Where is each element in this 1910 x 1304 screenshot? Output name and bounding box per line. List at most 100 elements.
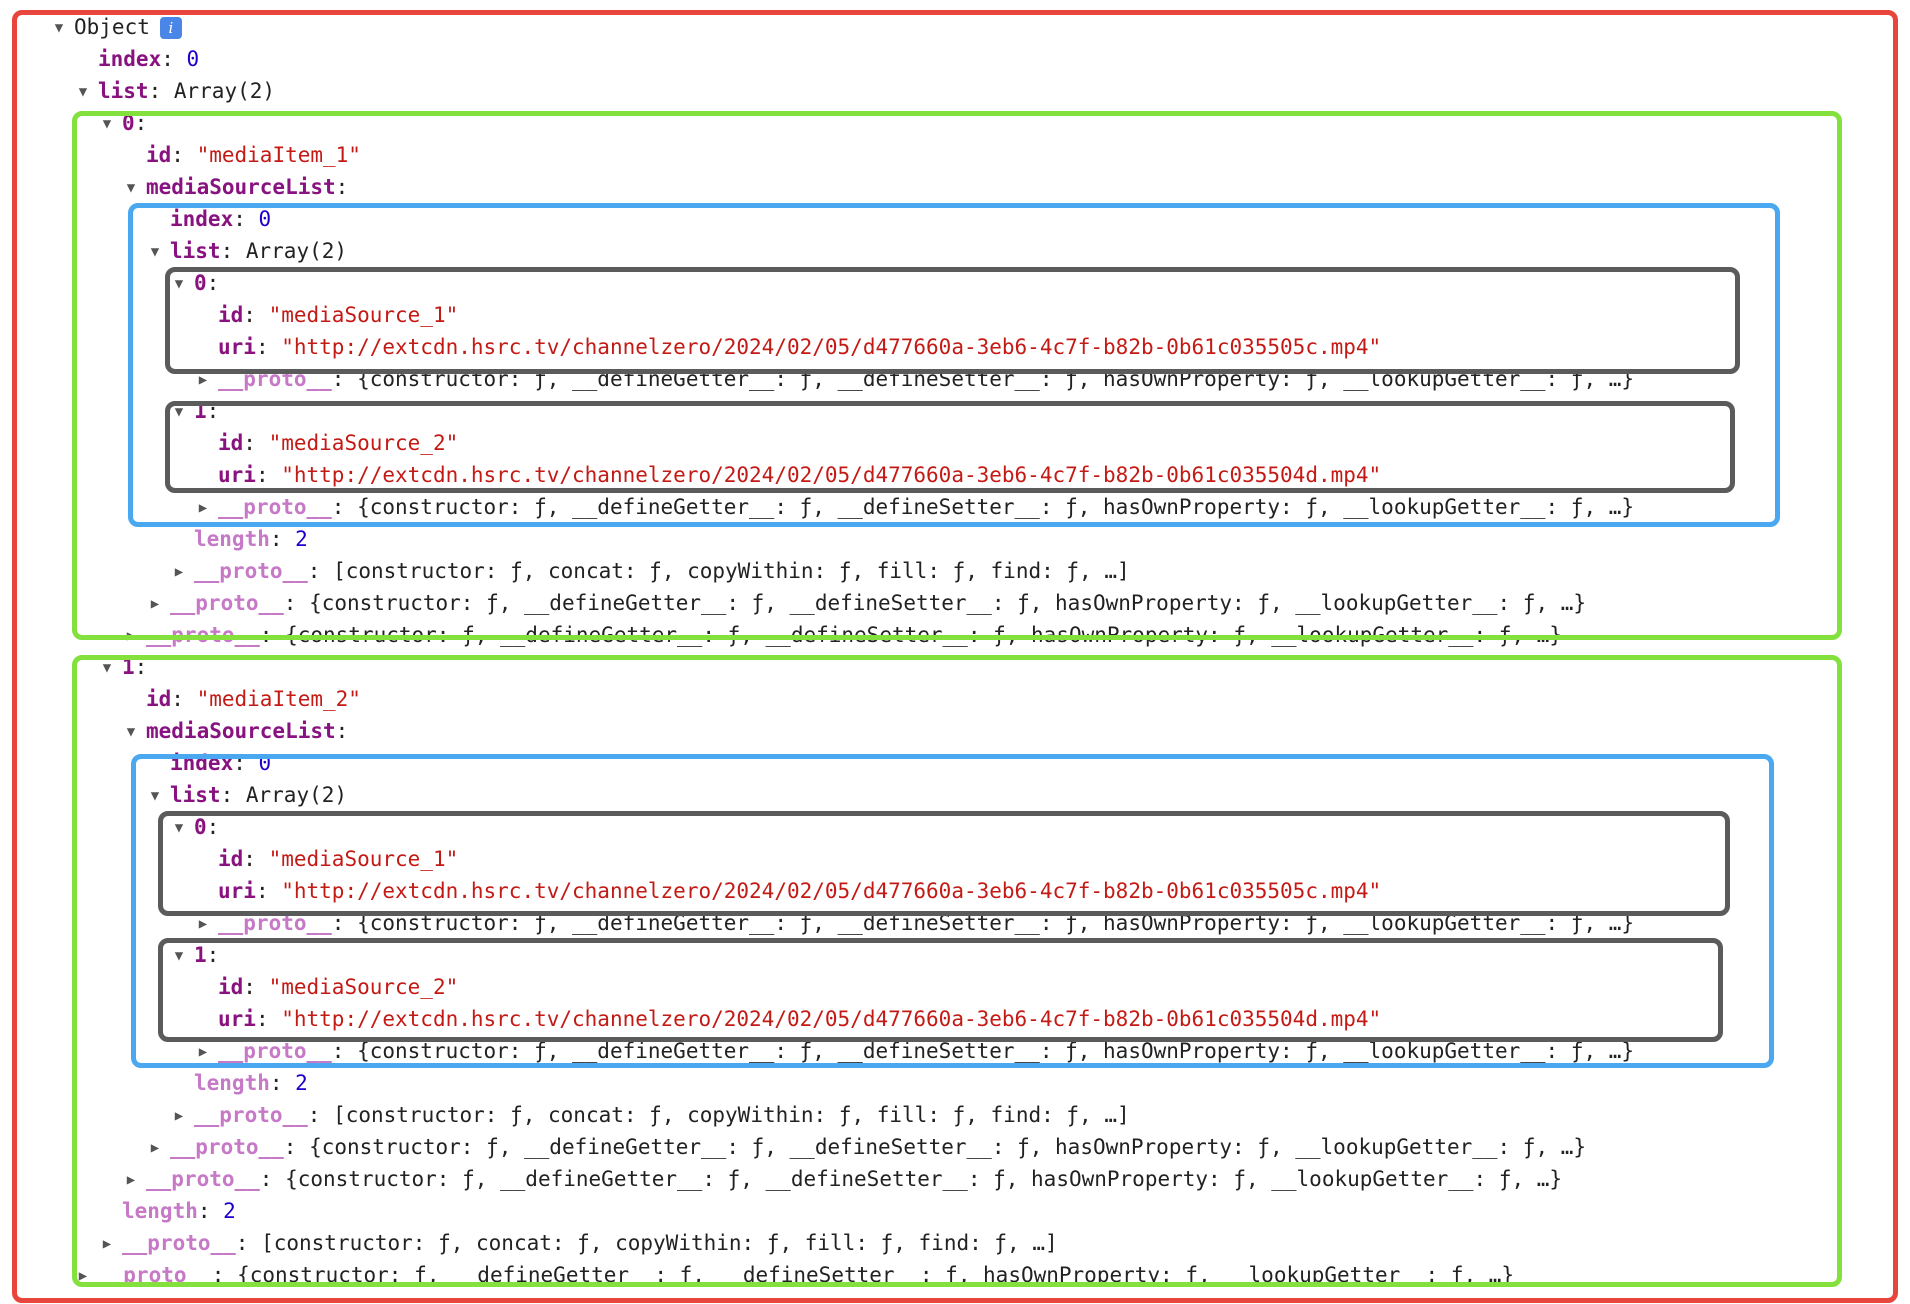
item-1-msl-list-row[interactable]: ▼list: Array(2) — [148, 779, 347, 811]
prop-value: Array(2) — [245, 783, 348, 807]
prop-key: id — [146, 687, 172, 711]
item-1-source-1-id-row: id: "mediaSource_2" — [218, 975, 459, 999]
prop-value: {constructor: ƒ, __defineGetter__: ƒ, __… — [357, 495, 1635, 519]
prop-value: 2 — [223, 1199, 236, 1223]
prop-value: {constructor: ƒ, __defineGetter__: ƒ, __… — [357, 1039, 1635, 1063]
prop-key: uri — [218, 1007, 256, 1031]
prop-value: "mediaSource_1" — [268, 303, 459, 327]
prop-key: length — [194, 527, 270, 551]
prop-value: "http://extcdn.hsrc.tv/channelzero/2024/… — [281, 1007, 1382, 1031]
expanded-triangle-icon[interactable]: ▼ — [150, 788, 160, 804]
collapsed-triangle-icon[interactable]: ▶ — [78, 1268, 88, 1284]
prop-key: index — [98, 47, 162, 71]
item-1-msl-proto-row[interactable]: ▶__proto__: {constructor: ƒ, __defineGet… — [148, 1131, 1586, 1163]
prop-key: list — [170, 239, 221, 263]
prop-key: id — [218, 847, 244, 871]
collapsed-triangle-icon[interactable]: ▶ — [174, 1108, 184, 1124]
collapsed-triangle-icon[interactable]: ▶ — [198, 916, 208, 932]
collapsed-triangle-icon[interactable]: ▶ — [150, 596, 160, 612]
item-1-source-1-proto-row[interactable]: ▶__proto__: {constructor: ƒ, __defineGet… — [196, 1035, 1634, 1067]
expanded-triangle-icon[interactable]: ▼ — [174, 276, 184, 292]
prop-key: mediaSourceList — [146, 719, 336, 743]
item-0-row[interactable]: ▼0: — [100, 107, 148, 139]
collapsed-triangle-icon[interactable]: ▶ — [174, 564, 184, 580]
collapsed-triangle-icon[interactable]: ▶ — [102, 1236, 112, 1252]
item-1-msl-list-proto-row[interactable]: ▶__proto__: [constructor: ƒ, concat: ƒ, … — [172, 1099, 1130, 1131]
expanded-triangle-icon[interactable]: ▼ — [102, 116, 112, 132]
prop-value: {constructor: ƒ, __defineGetter__: ƒ, __… — [357, 367, 1635, 391]
item-0-source-0-id-row: id: "mediaSource_1" — [218, 303, 459, 327]
item-0-msl-list-proto-row[interactable]: ▶__proto__: [constructor: ƒ, concat: ƒ, … — [172, 555, 1130, 587]
item-1-row[interactable]: ▼1: — [100, 651, 148, 683]
item-0-source-0-row[interactable]: ▼0: — [172, 267, 220, 299]
prop-value: {constructor: ƒ, __defineGetter__: ƒ, __… — [285, 623, 1563, 647]
item-0-msl-list-row[interactable]: ▼list: Array(2) — [148, 235, 347, 267]
expanded-triangle-icon[interactable]: ▼ — [126, 724, 136, 740]
prop-key: __proto__ — [122, 1231, 236, 1255]
prop-value: 2 — [295, 527, 308, 551]
root-list-row[interactable]: ▼list: Array(2) — [76, 75, 275, 107]
expanded-triangle-icon[interactable]: ▼ — [150, 244, 160, 260]
expanded-triangle-icon[interactable]: ▼ — [174, 404, 184, 420]
prop-value: Array(2) — [173, 79, 276, 103]
item-0-msl-row[interactable]: ▼mediaSourceList: — [124, 171, 349, 203]
object-label: Object — [74, 15, 150, 39]
prop-key: __proto__ — [98, 1263, 212, 1287]
prop-value: 0 — [186, 47, 200, 71]
item-1-source-0-proto-row[interactable]: ▶__proto__: {constructor: ƒ, __defineGet… — [196, 907, 1634, 939]
info-icon[interactable]: i — [159, 17, 182, 39]
prop-key: index — [170, 751, 234, 775]
collapsed-triangle-icon[interactable]: ▶ — [126, 628, 136, 644]
prop-value: {constructor: ƒ, __defineGetter__: ƒ, __… — [237, 1263, 1515, 1287]
expanded-triangle-icon[interactable]: ▼ — [78, 84, 88, 100]
prop-value: Array(2) — [245, 239, 348, 263]
expanded-triangle-icon[interactable]: ▼ — [54, 20, 64, 36]
item-0-msl-length-row: length: 2 — [194, 527, 308, 551]
collapsed-triangle-icon[interactable]: ▶ — [150, 1140, 160, 1156]
expanded-triangle-icon[interactable]: ▼ — [174, 948, 184, 964]
root-proto-row[interactable]: ▶__proto__: {constructor: ƒ, __defineGet… — [76, 1259, 1514, 1291]
item-0-source-1-row[interactable]: ▼1: — [172, 395, 220, 427]
collapsed-triangle-icon[interactable]: ▶ — [126, 1172, 136, 1188]
prop-value: {constructor: ƒ, __defineGetter__: ƒ, __… — [309, 591, 1587, 615]
prop-value: {constructor: ƒ, __defineGetter__: ƒ, __… — [309, 1135, 1587, 1159]
prop-key: mediaSourceList — [146, 175, 336, 199]
collapsed-triangle-icon[interactable]: ▶ — [198, 372, 208, 388]
prop-value: "http://extcdn.hsrc.tv/channelzero/2024/… — [281, 335, 1382, 359]
prop-key: __proto__ — [194, 1103, 308, 1127]
expanded-triangle-icon[interactable]: ▼ — [126, 180, 136, 196]
prop-key: 0 — [122, 111, 135, 135]
root-list-proto-row[interactable]: ▶__proto__: [constructor: ƒ, concat: ƒ, … — [100, 1227, 1058, 1259]
prop-key: __proto__ — [194, 559, 308, 583]
item-1-msl-row[interactable]: ▼mediaSourceList: — [124, 715, 349, 747]
prop-key: uri — [218, 879, 256, 903]
prop-value: "mediaItem_1" — [196, 143, 361, 167]
collapsed-triangle-icon[interactable]: ▶ — [198, 500, 208, 516]
prop-key: id — [218, 431, 244, 455]
prop-value: "mediaItem_2" — [196, 687, 361, 711]
item-1-source-1-row[interactable]: ▼1: — [172, 939, 220, 971]
collapsed-triangle-icon[interactable]: ▶ — [198, 1044, 208, 1060]
expanded-triangle-icon[interactable]: ▼ — [102, 660, 112, 676]
item-1-proto-row[interactable]: ▶__proto__: {constructor: ƒ, __defineGet… — [124, 1163, 1562, 1195]
item-0-source-0-uri-row: uri: "http://extcdn.hsrc.tv/channelzero/… — [218, 335, 1382, 359]
prop-value: "mediaSource_2" — [268, 975, 459, 999]
prop-key: __proto__ — [218, 911, 332, 935]
item-1-source-0-id-row: id: "mediaSource_1" — [218, 847, 459, 871]
prop-value: 0 — [258, 207, 272, 231]
expanded-triangle-icon[interactable]: ▼ — [174, 820, 184, 836]
item-0-source-0-proto-row[interactable]: ▶__proto__: {constructor: ƒ, __defineGet… — [196, 363, 1634, 395]
item-0-msl-index-row: index: 0 — [170, 207, 272, 231]
item-1-id-row: id: "mediaItem_2" — [146, 687, 361, 711]
prop-key: length — [122, 1199, 198, 1223]
item-0-msl-proto-row[interactable]: ▶__proto__: {constructor: ƒ, __defineGet… — [148, 587, 1586, 619]
item-1-source-0-row[interactable]: ▼0: — [172, 811, 220, 843]
prop-value: [constructor: ƒ, concat: ƒ, copyWithin: … — [261, 1231, 1058, 1255]
prop-key: 1 — [194, 943, 207, 967]
item-0-source-1-proto-row[interactable]: ▶__proto__: {constructor: ƒ, __defineGet… — [196, 491, 1634, 523]
item-0-source-1-uri-row: uri: "http://extcdn.hsrc.tv/channelzero/… — [218, 463, 1382, 487]
item-0-proto-row[interactable]: ▶__proto__: {constructor: ƒ, __defineGet… — [124, 619, 1562, 651]
root-index-row: index: 0 — [98, 47, 200, 71]
prop-key: length — [194, 1071, 270, 1095]
